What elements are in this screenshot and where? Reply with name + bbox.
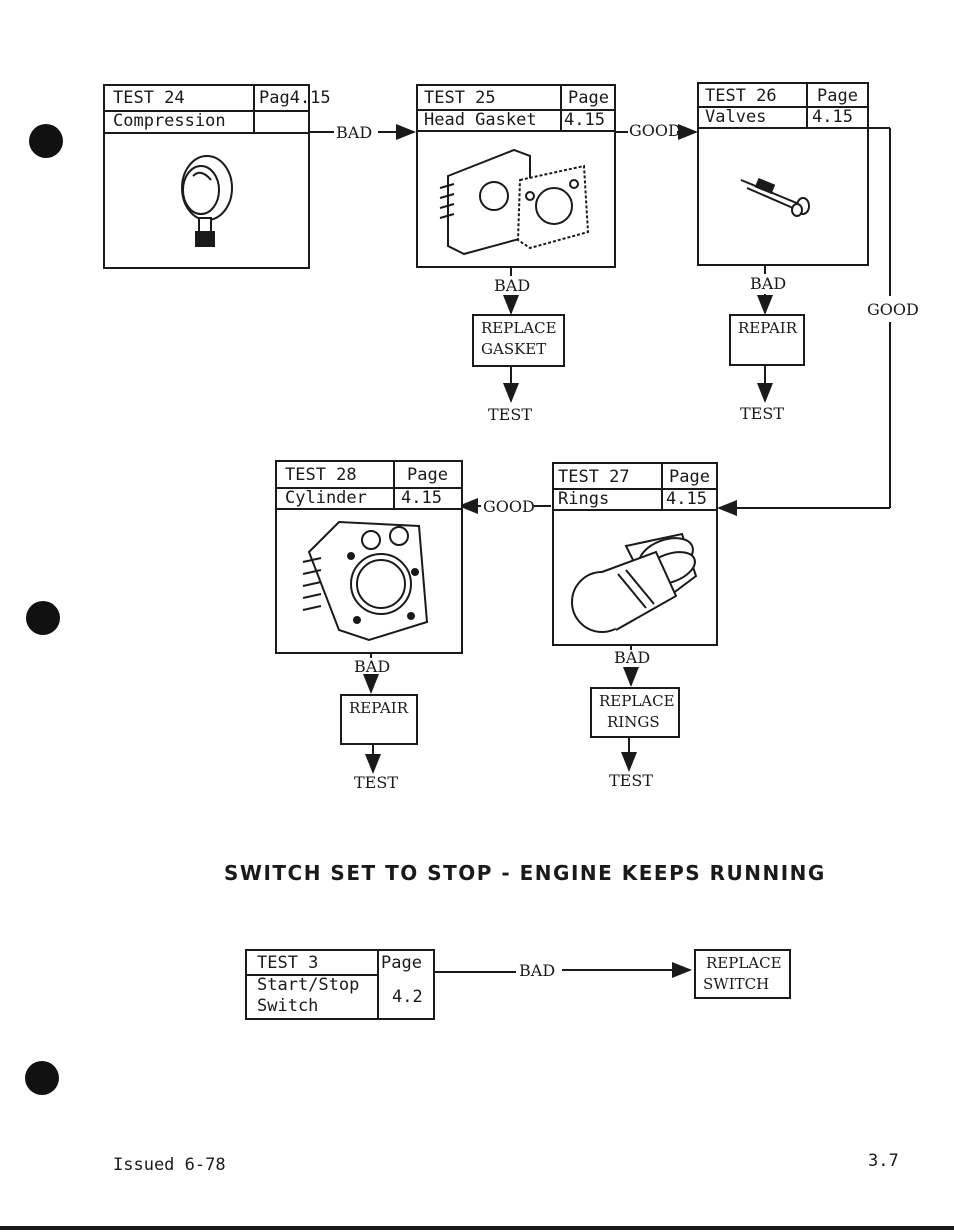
bottom-edge-line [0, 1226, 954, 1230]
test-27-page-label: Page [669, 467, 710, 487]
replace-gasket-line1: REPLACE [481, 319, 557, 337]
test-27-name: Rings [558, 489, 610, 509]
test-26-label: TEST 26 [705, 86, 777, 106]
test-24-name: Compression [113, 111, 226, 131]
test-label-rings: TEST [609, 771, 653, 790]
test-24-page-label: Pag4.15 [259, 88, 331, 108]
test-25-card: TEST 25 Page Head Gasket 4.15 [416, 84, 616, 268]
bad-label-t24: BAD [336, 123, 373, 142]
head-gasket-illustration [439, 148, 590, 256]
test-27-card: TEST 27 Page Rings 4.15 [552, 462, 718, 646]
test-label-cylinder: TEST [354, 773, 398, 792]
test-24-card: TEST 24 Pag4.15 Compression [103, 84, 331, 269]
repair-valves-line1: REPAIR [738, 319, 798, 337]
issued-date: Issued 6-78 [113, 1155, 226, 1175]
replace-rings-action: REPLACE RINGS [590, 687, 680, 738]
page-number: 3.7 [868, 1151, 899, 1171]
replace-switch-line2: SWITCH [703, 975, 770, 993]
test-3-card: TEST 3 Page Start/Stop Switch 4.2 [245, 949, 435, 1020]
replace-switch-action: REPLACE SWITCH [694, 949, 791, 999]
test-26-card: TEST 26 Page Valves 4.15 [697, 82, 869, 266]
repair-cylinder-line1: REPAIR [349, 699, 409, 717]
replace-gasket-line2: GASKET [481, 340, 547, 358]
good-label-t26: GOOD [867, 300, 919, 319]
test-25-page-label: Page [568, 88, 609, 108]
replace-rings-line1: REPLACE [599, 692, 675, 710]
bad-label-t26: BAD [750, 274, 787, 293]
replace-switch-line1: REPLACE [706, 954, 782, 972]
test-3-name-line1: Start/Stop [257, 975, 360, 995]
test-label-gasket: TEST [488, 405, 532, 424]
test-3-label: TEST 3 [257, 953, 319, 973]
test-25-name: Head Gasket [424, 110, 537, 130]
test-26-name: Valves [705, 107, 767, 127]
test-3-name-line2: Switch [257, 996, 319, 1016]
replace-rings-line2: RINGS [607, 713, 660, 731]
test-28-page-label: Page [407, 465, 448, 485]
compression-gauge-illustration [181, 155, 233, 247]
bad-label-t27: BAD [614, 648, 651, 667]
test-28-page: 4.15 [401, 488, 442, 508]
bad-label-t3: BAD [519, 961, 556, 980]
bad-label-t25: BAD [494, 276, 531, 295]
bad-label-t28: BAD [354, 657, 391, 676]
test-28-label: TEST 28 [285, 465, 357, 485]
repair-valves-action: REPAIR [729, 314, 805, 366]
piston-rings-illustration [571, 532, 698, 633]
replace-gasket-action: REPLACE GASKET [472, 314, 565, 367]
test-3-page-label: Page [381, 953, 422, 973]
binder-hole-bottom [25, 1061, 59, 1095]
test-26-page-label: Page [817, 86, 858, 106]
binder-hole-top [29, 124, 63, 158]
test-24-label: TEST 24 [113, 88, 185, 108]
test-27-label: TEST 27 [558, 467, 630, 487]
repair-cylinder-action: REPAIR [340, 694, 418, 745]
test-28-name: Cylinder [285, 488, 367, 508]
test-25-label: TEST 25 [424, 88, 496, 108]
test-label-valves: TEST [740, 404, 784, 423]
test-25-page: 4.15 [564, 110, 605, 130]
test-27-page: 4.15 [666, 489, 707, 509]
valves-illustration [740, 177, 810, 217]
cylinder-illustration [302, 520, 429, 642]
test-3-page: 4.2 [392, 987, 423, 1007]
binder-hole-middle [26, 601, 60, 635]
test-26-page: 4.15 [812, 107, 853, 127]
test-28-card: TEST 28 Page Cylinder 4.15 [275, 460, 463, 654]
good-label-t25: GOOD [629, 121, 681, 140]
section-heading: SWITCH SET TO STOP - ENGINE KEEPS RUNNIN… [224, 861, 826, 885]
good-label-t27: GOOD [483, 497, 535, 516]
